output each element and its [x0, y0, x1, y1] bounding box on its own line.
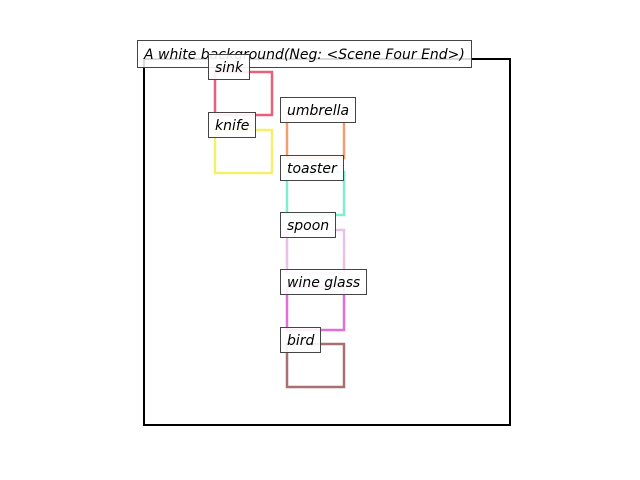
label-knife: knife [208, 112, 257, 138]
label-wine-glass: wine glass [280, 269, 368, 295]
label-toaster: toaster [280, 155, 344, 181]
label-sink: sink [208, 54, 251, 80]
label-bird: bird [280, 327, 322, 353]
label-spoon: spoon [280, 212, 337, 238]
scene-title: A white background(Neg: <Scene Four End>… [137, 40, 472, 68]
label-umbrella: umbrella [280, 97, 357, 123]
